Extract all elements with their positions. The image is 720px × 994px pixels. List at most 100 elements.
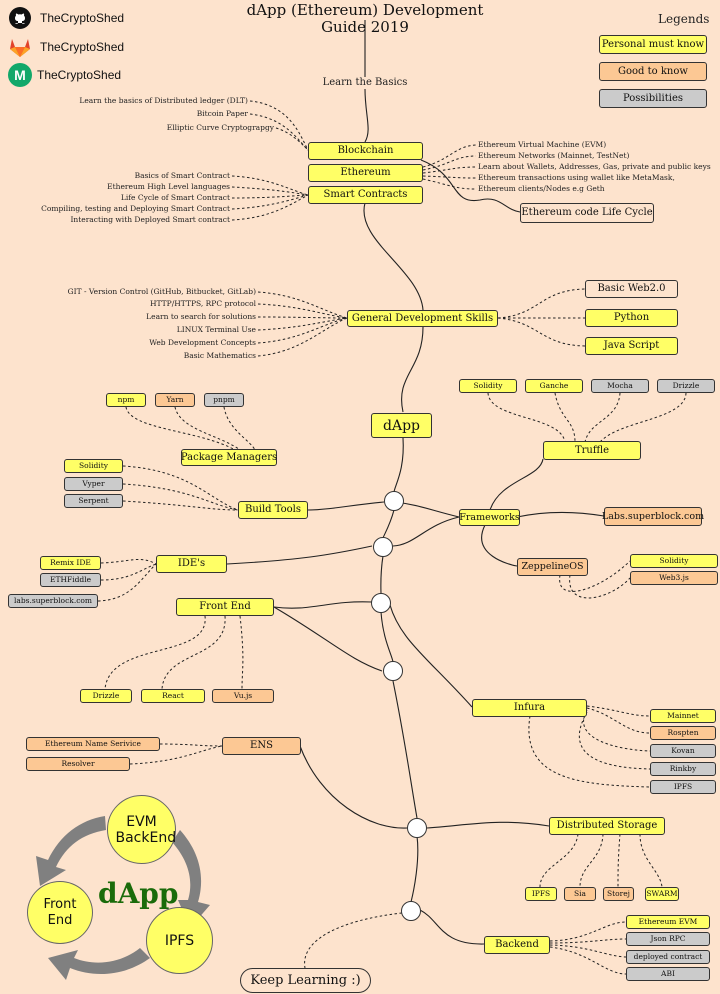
smart-contract-item: Life Cycle of Smart Contract xyxy=(120,193,230,202)
abi-node[interactable]: ABI xyxy=(626,967,710,981)
vuejs-node[interactable]: Vu.js xyxy=(212,689,274,703)
mainnet-node[interactable]: Mainnet xyxy=(650,709,716,723)
front-end-node[interactable]: Front End xyxy=(176,598,274,616)
ethfiddle-node[interactable]: ETHFiddle xyxy=(40,573,101,587)
zeppelinos-node[interactable]: ZeppelineOS xyxy=(517,558,588,576)
smart-contracts-node[interactable]: Smart Contracts xyxy=(308,186,423,204)
ethereum-item: Ethereum clients/Nodes e.g Geth xyxy=(478,184,605,193)
labs-superblock-node[interactable]: Labs.superblock.com xyxy=(602,507,704,526)
zeppelin-solidity-node[interactable]: Solidity xyxy=(630,554,718,568)
github-icon xyxy=(9,7,31,29)
sia-node[interactable]: Sia xyxy=(564,887,596,901)
frameworks-node[interactable]: Frameworks xyxy=(459,509,520,526)
build-tools-node[interactable]: Build Tools xyxy=(238,501,308,519)
junction-node xyxy=(373,537,393,557)
ethereum-item: Ethereum Networks (Mainnet, TestNet) xyxy=(478,151,630,160)
deployed-contract-node[interactable]: deployed contract xyxy=(626,950,710,964)
evm-backend-circle: EVM BackEnd xyxy=(107,795,176,864)
superblock-ide-node[interactable]: labs.superblock.com xyxy=(8,594,98,608)
title-line-2: Guide 2019 xyxy=(321,18,409,36)
storej-node[interactable]: Storej xyxy=(603,887,634,901)
ens-service-node[interactable]: Ethereum Name Serivice xyxy=(26,737,160,751)
react-node[interactable]: React xyxy=(141,689,205,703)
svg-text:M: M xyxy=(14,67,26,83)
blockchain-item: Learn the basics of Distributed ledger (… xyxy=(79,96,248,105)
solidity-node[interactable]: Solidity xyxy=(64,459,123,473)
dapp-cycle-center: dApp xyxy=(98,877,179,910)
brand-row-github[interactable]: TheCryptoShed xyxy=(8,5,178,31)
evm-backend-label: EVM BackEnd xyxy=(115,813,177,846)
smart-contract-item: Compiling, testing and Deploying Smart C… xyxy=(41,204,230,213)
python-node[interactable]: Python xyxy=(585,309,678,327)
blockchain-node[interactable]: Blockchain xyxy=(308,142,423,160)
brand-row-gitlab[interactable]: TheCryptoShed xyxy=(8,34,178,60)
title-line-1: dApp (Ethereum) Development xyxy=(246,1,484,19)
ides-node[interactable]: IDE's xyxy=(156,555,227,573)
kovan-node[interactable]: Kovan xyxy=(650,744,716,758)
blockchain-item: Elliptic Curve Cryptograpgy xyxy=(166,123,274,132)
junction-node xyxy=(371,593,391,613)
backend-node[interactable]: Backend xyxy=(484,936,550,954)
smart-contract-item: Basics of Smart Contract xyxy=(134,171,230,180)
truffle-solidity-node[interactable]: Solidity xyxy=(459,379,517,393)
general-skill-item: LINUX Terminal Use xyxy=(176,325,256,334)
smart-contract-item: Interacting with Deployed Smart contract xyxy=(70,215,230,224)
ganche-node[interactable]: Ganche xyxy=(525,379,583,393)
legend-title: Legends xyxy=(658,12,710,26)
ethereum-lifecycle-node[interactable]: Ethereum code Life Cycle xyxy=(520,203,654,223)
junction-node xyxy=(383,661,403,681)
junction-node xyxy=(401,901,421,921)
front-end-label: Front End xyxy=(43,896,77,928)
blockchain-item: Bitcoin Paper xyxy=(196,109,248,118)
ethereum-evm-node[interactable]: Ethereum EVM xyxy=(626,915,710,929)
brand-row-medium[interactable]: M TheCryptoShed xyxy=(8,62,178,88)
web3js-node[interactable]: Web3.js xyxy=(630,571,718,585)
truffle-drizzle-node[interactable]: Drizzle xyxy=(657,379,715,393)
remix-ide-node[interactable]: Remix IDE xyxy=(40,556,101,570)
legend-must-know: Personal must know xyxy=(599,35,707,54)
cycle-arrow xyxy=(36,816,106,886)
javascript-node[interactable]: Java Script xyxy=(585,337,678,355)
cycle-arrow xyxy=(172,830,210,928)
pnpm-node[interactable]: pnpm xyxy=(204,393,244,407)
ens-node[interactable]: ENS xyxy=(222,737,301,755)
general-skill-item: Learn to search for solutions xyxy=(146,312,256,321)
legend-good-to-know: Good to know xyxy=(599,62,707,81)
storage-ipfs-node[interactable]: IPFS xyxy=(525,887,557,901)
learn-basics-label: Learn the Basics xyxy=(322,77,408,88)
ethereum-item: Ethereum transactions using wallet like … xyxy=(478,173,675,182)
gitlab-icon xyxy=(10,39,30,57)
ethereum-item: Ethereum Virtual Machine (EVM) xyxy=(478,140,607,149)
truffle-node[interactable]: Truffle xyxy=(543,441,641,460)
infura-node[interactable]: Infura xyxy=(472,699,587,717)
distributed-storage-node[interactable]: Distributed Storage xyxy=(549,817,665,835)
vyper-node[interactable]: Vyper xyxy=(64,477,123,491)
brand-text-gitlab: TheCryptoShed xyxy=(40,40,125,54)
brand-text-github: TheCryptoShed xyxy=(40,11,125,25)
swarm-node[interactable]: SWARM xyxy=(645,887,679,901)
json-rpc-node[interactable]: Json RPC xyxy=(626,932,710,946)
infura-ipfs-node[interactable]: IPFS xyxy=(650,780,716,794)
general-skill-item: GIT - Version Control (GitHub, Bitbucket… xyxy=(67,287,256,296)
drizzle-node[interactable]: Drizzle xyxy=(80,689,132,703)
resolver-node[interactable]: Resolver xyxy=(26,757,130,771)
ropsten-node[interactable]: Rospten xyxy=(650,726,716,740)
legend-possibilities: Possibilities xyxy=(599,89,707,108)
ethereum-item: Learn about Wallets, Addresses, Gas, pri… xyxy=(478,162,711,171)
serpent-node[interactable]: Serpent xyxy=(64,494,123,508)
smart-contract-item: Ethereum High Level languages xyxy=(107,182,230,191)
brand-text-medium: TheCryptoShed xyxy=(37,68,122,82)
general-skill-item: Web Development Concepts xyxy=(149,338,256,347)
package-managers-node[interactable]: Package Managers xyxy=(181,449,277,466)
cycle-arrow xyxy=(48,948,150,980)
mocha-node[interactable]: Mocha xyxy=(591,379,649,393)
npm-node[interactable]: npm xyxy=(106,393,146,407)
basic-web2-node[interactable]: Basic Web2.0 xyxy=(585,280,678,298)
rinkby-node[interactable]: Rinkby xyxy=(650,762,716,776)
dapp-node[interactable]: dApp xyxy=(371,413,432,438)
ethereum-node[interactable]: Ethereum xyxy=(308,164,423,182)
keep-learning-node[interactable]: Keep Learning :) xyxy=(240,968,371,993)
yarn-node[interactable]: Yarn xyxy=(155,393,195,407)
general-skills-node[interactable]: General Development Skills xyxy=(347,310,498,327)
